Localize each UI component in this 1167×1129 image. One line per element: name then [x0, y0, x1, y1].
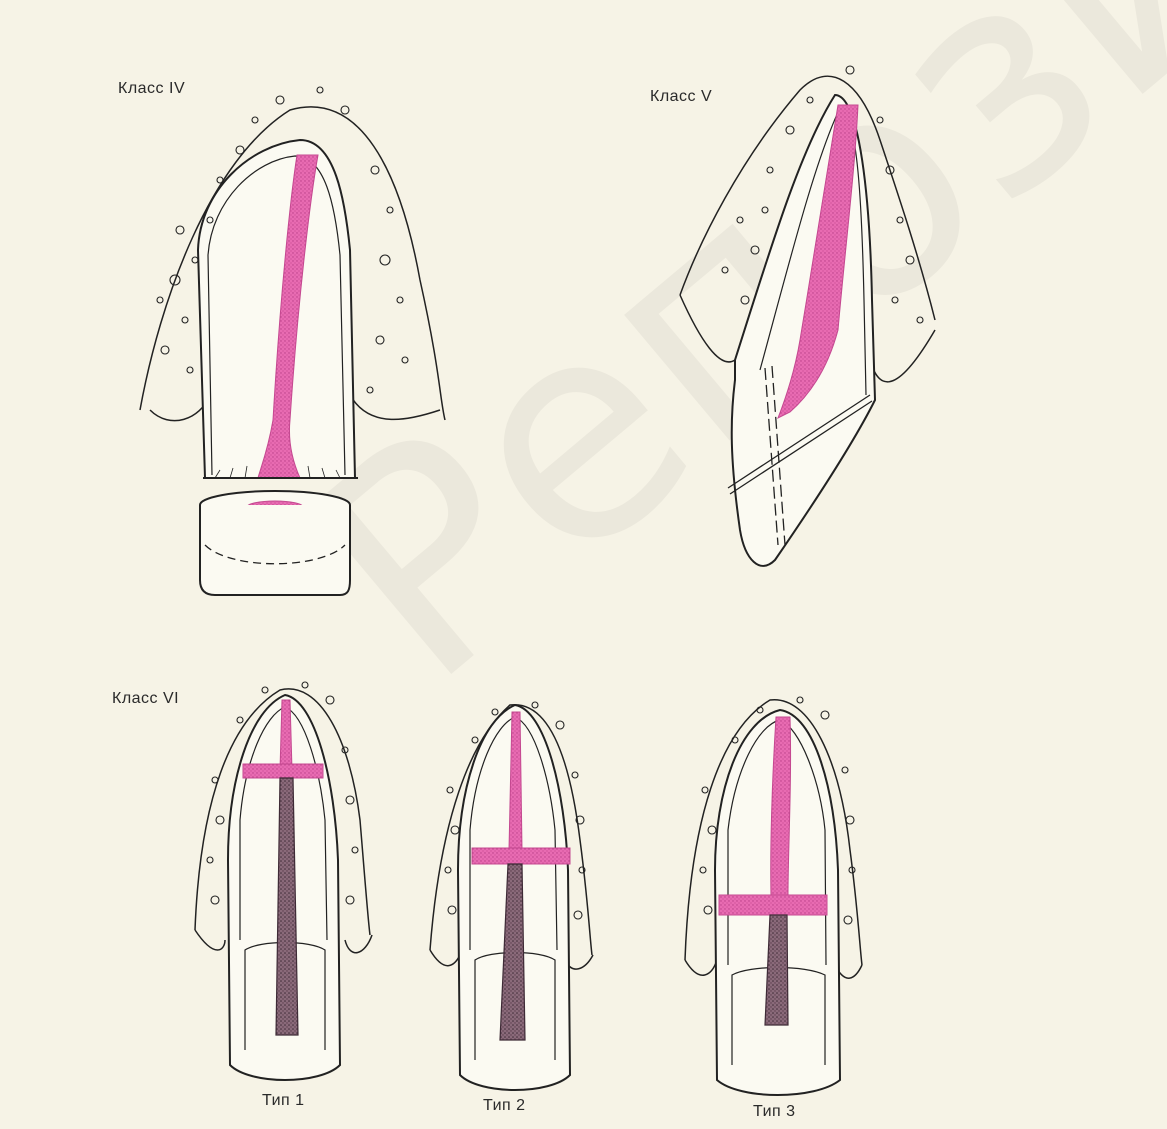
- type1-pulp-top: [280, 700, 292, 770]
- class4-fragment-body: [200, 505, 350, 595]
- class6-label: Класс VI: [112, 690, 179, 708]
- class5-label: Класс V: [650, 88, 712, 106]
- type2-fracture-band: [472, 848, 570, 864]
- class6-type2-diagram: [430, 702, 593, 1090]
- type1-label: Тип 1: [262, 1092, 305, 1110]
- class6-type3-diagram: [685, 697, 862, 1095]
- type3-fracture-band: [719, 895, 827, 915]
- type3-label: Тип 3: [753, 1103, 796, 1121]
- class6-type1-diagram: [195, 682, 372, 1080]
- class4-diagram: [140, 87, 445, 595]
- type1-fracture-band: [243, 764, 323, 778]
- class5-diagram: [680, 66, 935, 566]
- class4-label: Класс IV: [118, 80, 185, 98]
- type2-label: Тип 2: [483, 1097, 526, 1115]
